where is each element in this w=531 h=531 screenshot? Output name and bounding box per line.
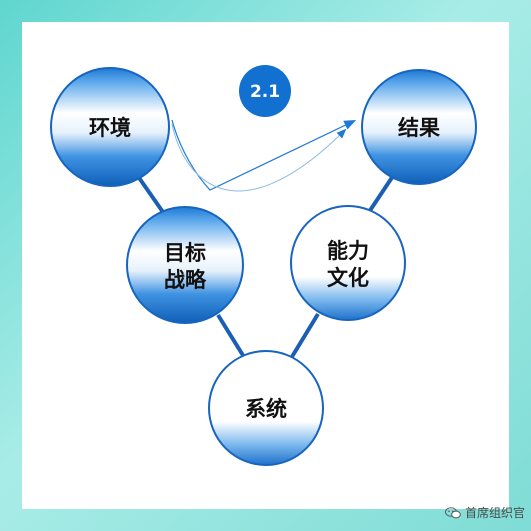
- feedback-arrow: [171, 119, 357, 192]
- watermark: 首席组织官: [444, 504, 525, 521]
- node-result: 结果: [361, 69, 477, 185]
- node-environment-label: 环境: [89, 116, 131, 140]
- node-capability-line2: 文化: [327, 266, 369, 290]
- section-badge: 2.1: [239, 65, 291, 117]
- node-system-label: 系统: [245, 397, 287, 421]
- wechat-icon: [444, 506, 461, 518]
- node-strategy: 目标 战略: [126, 206, 244, 324]
- node-result-label: 结果: [398, 116, 440, 140]
- node-capability: 能力 文化: [290, 205, 406, 321]
- connector-strategy-system: [216, 313, 246, 359]
- node-environment: 环境: [50, 67, 170, 187]
- badge-text: 2.1: [250, 82, 280, 102]
- node-capability-line1: 能力: [327, 239, 369, 263]
- node-strategy-line1: 目标: [164, 241, 206, 265]
- node-strategy-line2: 战略: [164, 268, 207, 292]
- node-system: 系统: [208, 350, 324, 466]
- connector-capability-result: [365, 171, 397, 217]
- watermark-text: 首席组织官: [464, 506, 525, 520]
- connector-system-capability: [288, 312, 320, 362]
- connector-environment-strategy: [133, 170, 167, 217]
